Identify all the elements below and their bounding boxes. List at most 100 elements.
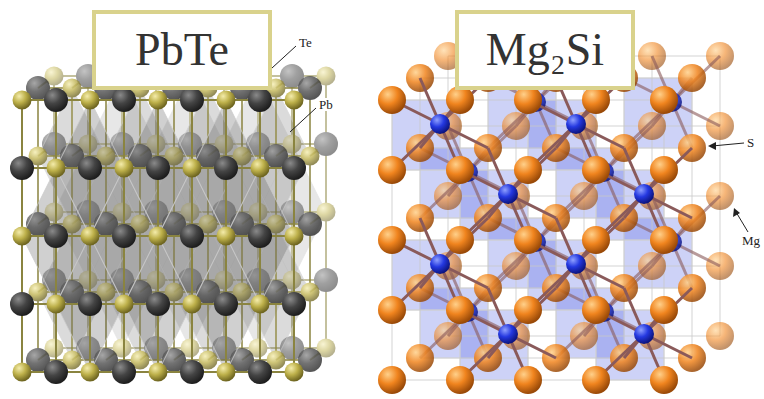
te-atom <box>81 91 100 110</box>
te-atom <box>13 227 32 246</box>
te-atom <box>47 295 66 314</box>
atom-label: Te <box>298 36 313 49</box>
si-atom <box>634 324 654 344</box>
mg2si-structure <box>378 42 734 394</box>
mg-atom <box>650 226 678 254</box>
te-atom <box>81 227 100 246</box>
mg-atom <box>650 296 678 324</box>
mg-atom <box>582 296 610 324</box>
leader-line <box>290 108 316 132</box>
si-atom <box>566 114 586 134</box>
title-text: Mg₂Si <box>486 27 604 73</box>
te-atom <box>217 363 236 382</box>
mg-atom <box>650 366 678 394</box>
arrow-head <box>733 208 740 217</box>
te-atom <box>285 91 304 110</box>
mg-atom <box>514 366 542 394</box>
pbte-structure <box>10 64 338 384</box>
si-atom <box>498 324 518 344</box>
title-box: PbTe <box>92 10 272 90</box>
pb-atom <box>282 292 306 316</box>
pb-atom <box>10 156 34 180</box>
si-atom <box>498 184 518 204</box>
mg-atom <box>582 156 610 184</box>
te-atom <box>251 159 270 178</box>
te-atom <box>47 159 66 178</box>
leader-line <box>272 46 296 68</box>
te-atom <box>13 91 32 110</box>
atom-layer <box>22 76 322 372</box>
mg-atom <box>582 366 610 394</box>
pb-atom <box>214 292 238 316</box>
mg-atom <box>378 226 406 254</box>
pb-atom <box>112 360 136 384</box>
pb-atom <box>180 360 204 384</box>
mg-atom <box>446 86 474 114</box>
te-atom <box>217 227 236 246</box>
pb-atom <box>44 360 68 384</box>
leader-arrow <box>736 212 748 232</box>
si-atom <box>430 114 450 134</box>
pb-atom <box>44 224 68 248</box>
te-atom <box>149 91 168 110</box>
mg-atom <box>446 296 474 324</box>
mg-atom <box>378 86 406 114</box>
mg-atom <box>514 296 542 324</box>
te-atom <box>81 363 100 382</box>
title-box: Mg₂Si <box>455 10 635 90</box>
mg-atom <box>678 64 706 92</box>
te-atom <box>285 227 304 246</box>
pb-atom <box>180 88 204 112</box>
pb-atom <box>146 292 170 316</box>
atom-label: Mg <box>741 234 761 247</box>
mg-atom <box>650 156 678 184</box>
pb-atom <box>112 224 136 248</box>
mg-atom <box>406 344 434 372</box>
pb-atom <box>214 156 238 180</box>
title-text: PbTe <box>135 27 229 73</box>
pb-atom <box>146 156 170 180</box>
atom-layer <box>10 88 306 384</box>
mg-atom <box>446 366 474 394</box>
mg-atom <box>378 366 406 394</box>
mg-atom <box>378 296 406 324</box>
pb-atom <box>78 156 102 180</box>
pb-atom <box>248 224 272 248</box>
mg-atom <box>514 156 542 184</box>
pb-atom <box>282 156 306 180</box>
pb-atom <box>248 88 272 112</box>
atom-label: Pb <box>318 98 334 111</box>
te-atom <box>285 363 304 382</box>
mg-atom <box>446 156 474 184</box>
si-atom <box>566 254 586 274</box>
te-atom <box>183 159 202 178</box>
pb-atom <box>112 88 136 112</box>
pb-atom <box>44 88 68 112</box>
mg-atom <box>650 86 678 114</box>
pb-atom <box>248 360 272 384</box>
leader-arrow <box>712 143 744 146</box>
mg-atom <box>514 226 542 254</box>
te-atom <box>217 91 236 110</box>
si-atom <box>430 254 450 274</box>
te-atom <box>115 159 134 178</box>
pb-atom <box>10 292 34 316</box>
mg-atom <box>582 226 610 254</box>
octahedron-face <box>226 168 294 304</box>
pb-atom <box>180 224 204 248</box>
te-atom <box>13 363 32 382</box>
mg-atom <box>706 322 734 350</box>
si-atom <box>634 184 654 204</box>
te-atom <box>115 295 134 314</box>
atom-label: S <box>746 136 755 149</box>
te-atom <box>149 227 168 246</box>
te-atom <box>149 363 168 382</box>
arrow-head <box>708 142 716 150</box>
mg-atom <box>582 86 610 114</box>
mg-atom <box>446 226 474 254</box>
te-atom <box>183 295 202 314</box>
pb-atom <box>78 292 102 316</box>
te-atom <box>251 295 270 314</box>
mg-atom <box>378 156 406 184</box>
mg-atom <box>514 86 542 114</box>
